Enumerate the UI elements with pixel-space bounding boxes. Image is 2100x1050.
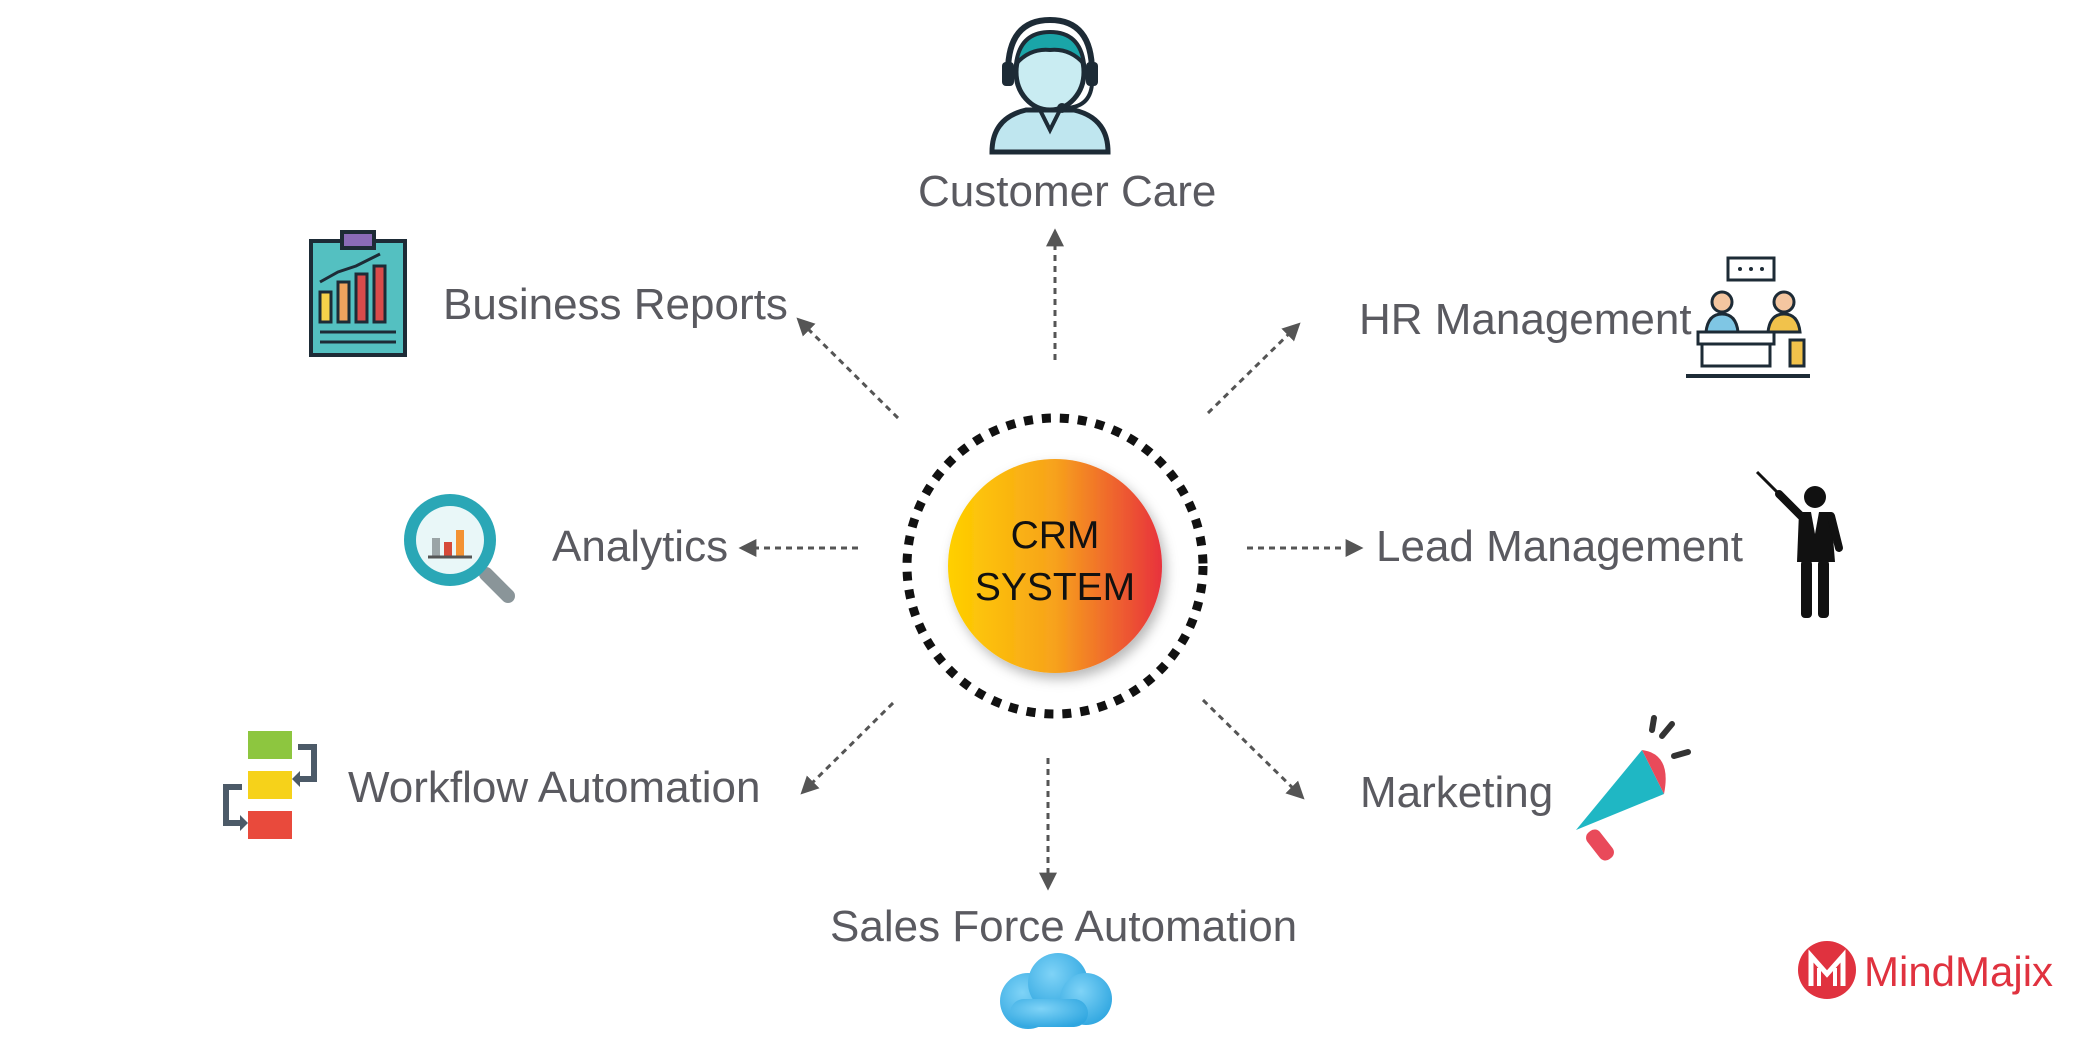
- brand-name: MindMajix: [1864, 948, 2054, 995]
- arrow-to-hr-management: [1206, 322, 1301, 415]
- crm-core: [902, 413, 1208, 719]
- label-lead-management: Lead Management: [1376, 522, 1743, 571]
- arrow-to-business-reports: [796, 317, 900, 420]
- megaphone-icon: [1576, 715, 1691, 861]
- label-hr-management: HR Management: [1359, 295, 1692, 344]
- label-sales-force-automation: Sales Force Automation: [830, 902, 1298, 951]
- magnifier-chart-icon: [404, 494, 515, 603]
- workflow-blocks-icon: [223, 731, 317, 839]
- connector-arrows: [738, 228, 1364, 891]
- clipboard-report-icon: [309, 230, 407, 357]
- presenter-man-icon: [1755, 470, 1843, 618]
- interview-meeting-icon: [1686, 256, 1810, 378]
- label-customer-care: Customer Care: [918, 167, 1217, 216]
- arrow-to-workflow-automation: [800, 701, 895, 795]
- label-business-reports: Business Reports: [443, 280, 788, 329]
- headset-agent-icon: [989, 16, 1111, 155]
- cloud-icon: [1000, 953, 1112, 1029]
- crm-core-circle: [948, 459, 1162, 673]
- crm-core-line2: SYSTEM: [974, 566, 1136, 609]
- label-marketing: Marketing: [1360, 768, 1554, 817]
- dotted-ring: [902, 413, 1208, 719]
- crm-core-label: CRM SYSTEM: [955, 510, 1155, 614]
- label-analytics: Analytics: [552, 522, 729, 571]
- label-workflow-automation: Workflow Automation: [348, 763, 761, 812]
- arrow-to-marketing: [1201, 698, 1305, 800]
- crm-core-line1: CRM: [1010, 514, 1100, 557]
- mindmajix-logo-icon: [1798, 941, 1856, 999]
